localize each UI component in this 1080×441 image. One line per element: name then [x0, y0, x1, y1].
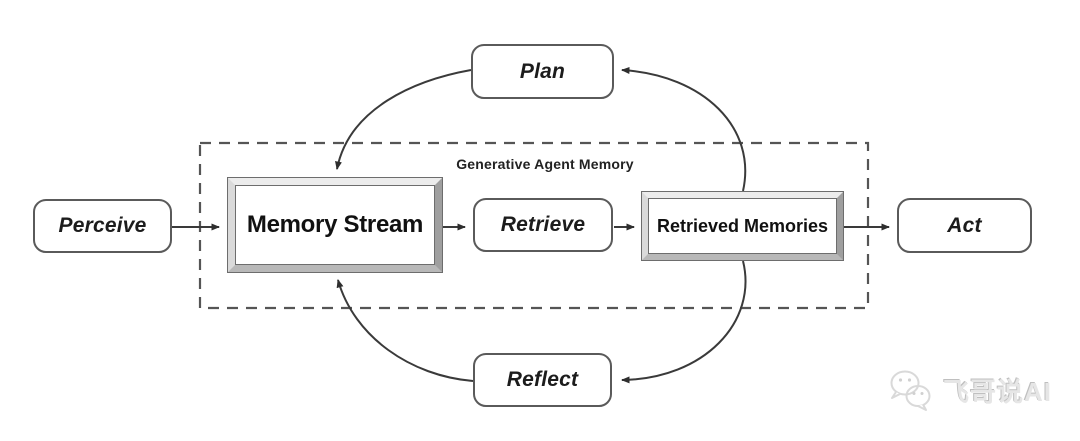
node-plan-label: Plan [519, 59, 566, 83]
node-retrieve-label: Retrieve [500, 213, 586, 236]
node-retrieved-memories-label: Retrieved Memories [656, 215, 829, 236]
node-memory-stream-label: Memory Stream [246, 211, 424, 238]
node-act: Act [897, 198, 1032, 253]
edge-retrieved-memories-to-plan [621, 66, 747, 192]
edge-plan-to-memory-stream [335, 69, 472, 170]
node-memory-stream: Memory Stream [227, 177, 443, 273]
node-plan: Plan [471, 44, 614, 99]
node-reflect-label: Reflect [506, 368, 579, 391]
memory-boundary-title: Generative Agent Memory [456, 156, 634, 172]
node-retrieve: Retrieve [473, 198, 613, 252]
node-retrieved-memories: Retrieved Memories [641, 191, 844, 261]
edge-retrieved-memories-to-reflect [621, 260, 747, 384]
node-reflect: Reflect [473, 353, 612, 407]
edge-reflect-to-memory-stream [336, 279, 474, 382]
memory-boundary-dashed-box [198, 141, 870, 310]
node-act-label: Act [947, 213, 982, 237]
node-perceive-label: Perceive [58, 214, 147, 237]
node-perceive: Perceive [33, 199, 172, 253]
